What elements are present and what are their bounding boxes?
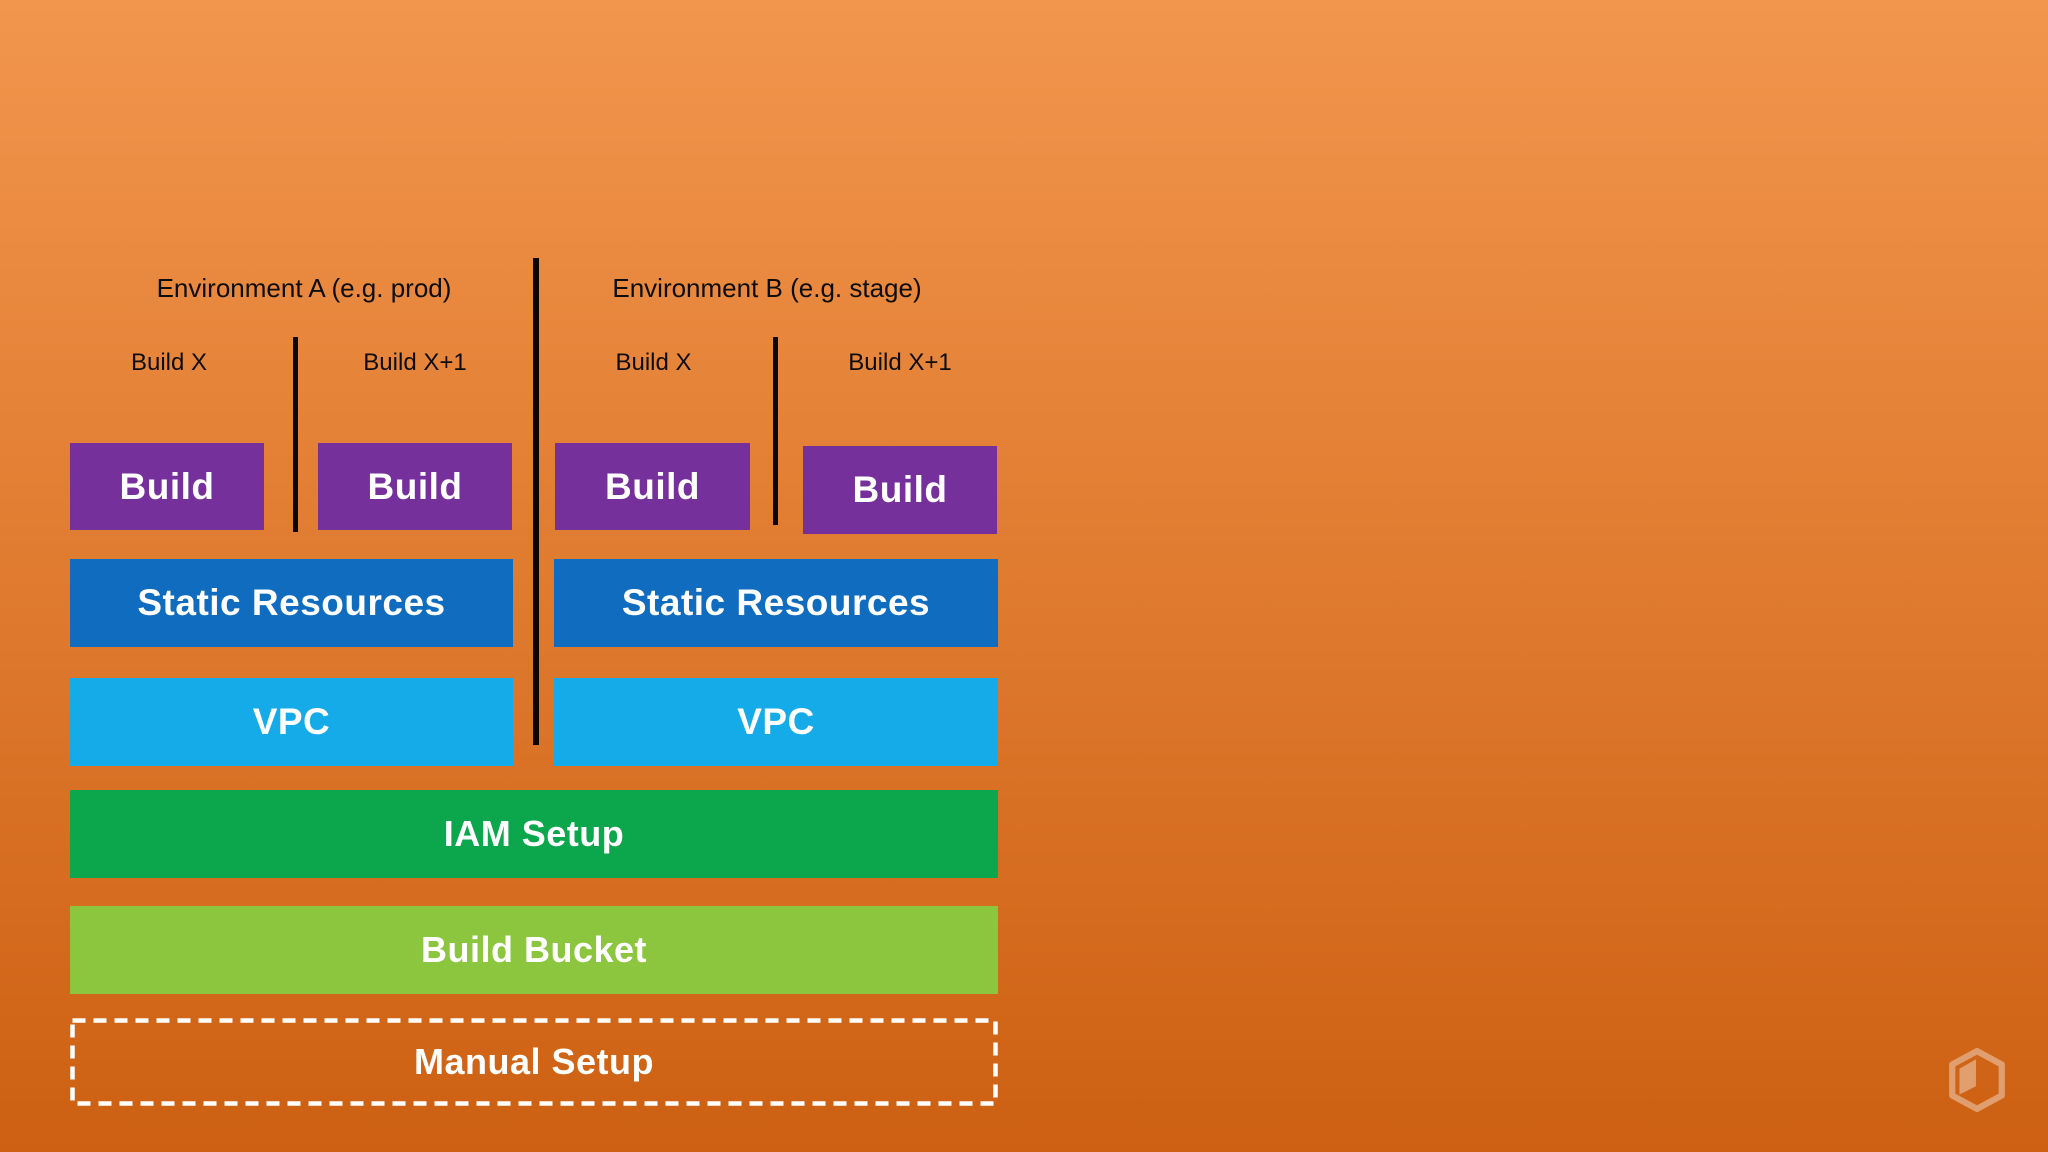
env-a-build-x-label: Build X: [130, 349, 208, 376]
build-box-env-a-x: Build: [70, 443, 264, 530]
env-a-build-divider-line: [293, 337, 298, 532]
environment-a-label: Environment A (e.g. prod): [156, 273, 452, 303]
manual-setup-box: Manual Setup: [70, 1018, 998, 1106]
build-box-env-b-x: Build: [555, 443, 750, 530]
vpc-box-env-a: VPC: [70, 678, 513, 766]
build-bucket-box: Build Bucket: [70, 906, 998, 994]
build-box-env-a-x1: Build: [318, 443, 512, 530]
env-a-build-x1-label: Build X+1: [363, 349, 467, 376]
build-box-env-b-x1: Build: [803, 446, 997, 534]
environment-divider-line: [533, 258, 539, 745]
static-resources-box-env-b: Static Resources: [554, 559, 998, 647]
manual-setup-label: Manual Setup: [413, 1041, 655, 1082]
env-b-build-divider-line: [773, 337, 778, 525]
iam-setup-box: IAM Setup: [70, 790, 998, 878]
static-resources-box-env-a: Static Resources: [70, 559, 513, 647]
cube-package-logo-icon: [1949, 1048, 2005, 1112]
environment-b-label: Environment B (e.g. stage): [612, 273, 922, 303]
vpc-box-env-b: VPC: [554, 678, 998, 766]
env-b-build-x1-label: Build X+1: [848, 349, 952, 376]
env-b-build-x-label: Build X: [615, 349, 692, 376]
